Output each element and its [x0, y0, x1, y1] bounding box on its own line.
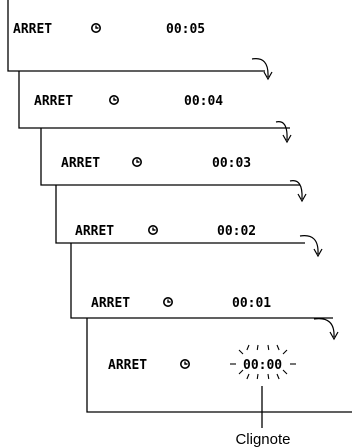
step-time: 00:04 [184, 94, 223, 109]
step-time: 00:03 [212, 156, 251, 171]
step-frame [55, 185, 305, 244]
timer-icon [91, 22, 102, 33]
blink-rays [230, 344, 296, 380]
step-label: ARRET [13, 22, 52, 37]
step-frame [18, 71, 290, 129]
step-time: 00:01 [232, 296, 271, 311]
next-step-arrow [313, 318, 339, 341]
timer-icon [180, 358, 191, 369]
timer-icon [148, 225, 159, 236]
next-step-arrow [289, 180, 307, 203]
timer-icon [109, 95, 120, 106]
blink-callout-label: Clignote [235, 431, 290, 448]
timer-icon [163, 296, 174, 307]
step-3: ARRET 00:03 [40, 128, 300, 186]
step-label: ARRET [75, 224, 114, 239]
next-step-arrow [299, 235, 323, 258]
step-label: ARRET [91, 296, 130, 311]
step-6: ARRET 00:00 [86, 318, 352, 413]
step-time: 00:05 [166, 22, 205, 37]
step-frame [40, 128, 300, 186]
timer-icon [132, 157, 143, 168]
step-time: 00:00 [243, 358, 282, 373]
step-2: ARRET 00:04 [18, 71, 290, 129]
next-step-arrow [251, 58, 273, 81]
step-label: ARRET [108, 358, 147, 373]
blink-callout: Clignote [235, 386, 291, 448]
step-frame [70, 243, 333, 319]
step-5: ARRET 00:01 [70, 243, 333, 319]
step-frame [7, 0, 265, 72]
next-step-arrow [275, 121, 292, 144]
step-4: ARRET 00:02 [55, 185, 305, 244]
step-label: ARRET [61, 156, 100, 171]
step-frame [86, 318, 352, 413]
step-label: ARRET [34, 94, 73, 109]
step-time: 00:02 [217, 224, 256, 239]
step-1: ARRET 00:05 [7, 0, 265, 72]
